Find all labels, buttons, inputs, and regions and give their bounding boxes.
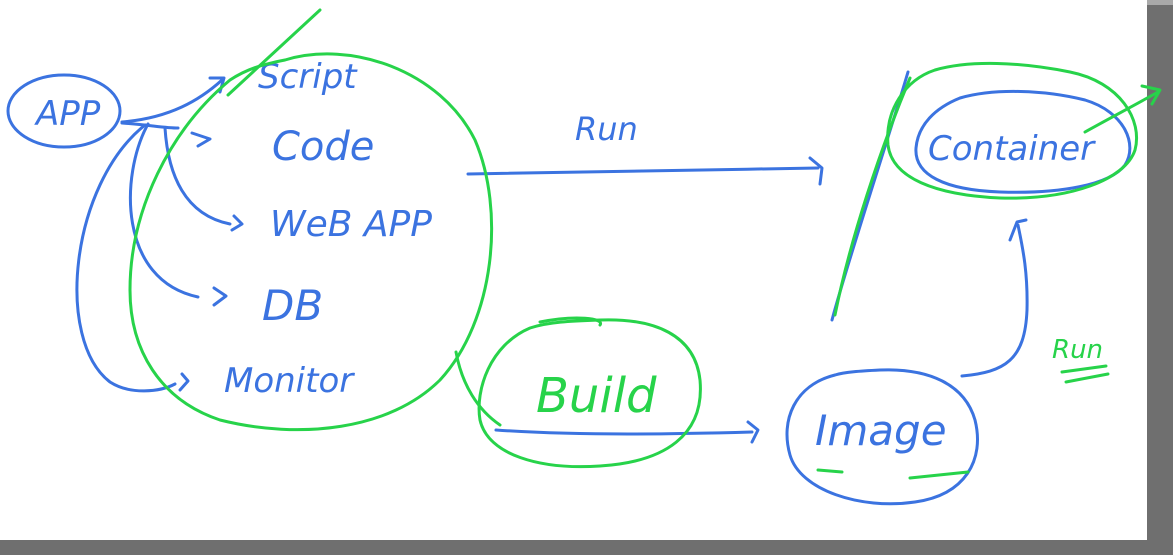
image-container-arrow xyxy=(960,223,1029,378)
arrow-app-script xyxy=(120,78,224,124)
run-label-top: Run xyxy=(575,110,638,148)
build-label: Build xyxy=(536,368,657,424)
page xyxy=(0,0,1147,540)
build-image-arrowhead xyxy=(746,420,760,444)
container-out-arrowhead xyxy=(1140,84,1162,106)
build-image-arrow xyxy=(494,428,754,436)
slash-green xyxy=(833,76,912,317)
app-label: APP xyxy=(34,94,101,134)
app-circle xyxy=(6,73,122,149)
image-circle xyxy=(785,368,979,506)
image-label: Image xyxy=(815,406,947,455)
arrowhead-code xyxy=(190,131,212,148)
services-circle xyxy=(128,52,494,432)
arrow-app-code xyxy=(120,121,180,130)
monitor-label: Monitor xyxy=(224,361,355,401)
webapp-label: WeB APP xyxy=(270,204,432,245)
image-mark-left xyxy=(816,468,844,474)
code-label: Code xyxy=(272,124,374,170)
arrowhead-db xyxy=(212,286,228,307)
run-underline-1 xyxy=(1060,364,1108,374)
run-label-right: Run xyxy=(1052,335,1103,365)
run-underline-2 xyxy=(1064,372,1110,384)
arrow-app-monitor xyxy=(75,123,177,393)
slash-green-top xyxy=(226,8,322,97)
arrowhead-webapp xyxy=(230,214,244,232)
db-label: DB xyxy=(262,281,323,330)
container-outer-circle xyxy=(886,61,1138,200)
build-circle-mark xyxy=(538,316,602,327)
build-arrow-tail xyxy=(454,350,502,427)
run-arrow-top xyxy=(466,166,820,176)
arrow-app-webapp xyxy=(163,126,232,226)
run-arrowhead-top xyxy=(808,156,824,186)
container-label: Container xyxy=(928,129,1096,169)
arrow-app-db xyxy=(128,122,200,299)
image-mark-right xyxy=(908,470,970,480)
arrowhead-monitor xyxy=(178,372,190,392)
container-out-arrow xyxy=(1083,90,1160,134)
image-container-arrowhead xyxy=(1008,218,1028,242)
